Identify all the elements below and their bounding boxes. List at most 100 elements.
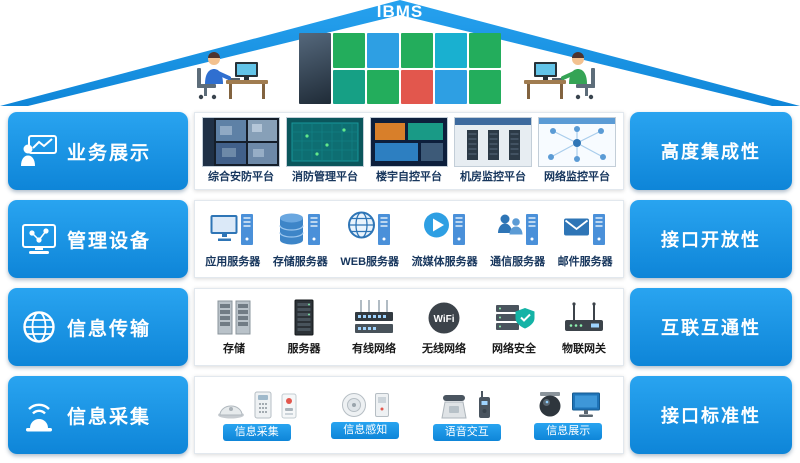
feature-badge-standard-interface: 接口标准性 [630,376,792,454]
device-icons [341,392,390,418]
feature-badge-text: 高度集成性 [661,142,761,162]
item-caption: 应用服务器 [205,256,261,268]
wifi-icon: WiFi [428,302,460,334]
device-group-sensing: 信息感知 [331,392,400,439]
device-icons [216,390,298,420]
platform-item: 消防管理平台 [286,117,364,184]
network-item: 存储 [211,298,257,356]
mosaic-tile [469,69,501,104]
smoke-detector-icon [217,405,244,418]
layer-content-managed-devices: 应用服务器 存储服务器 [194,200,624,278]
network-item: 物联网关 [561,298,607,356]
item-caption: 邮件服务器 [557,256,613,268]
mosaic-camera-tile [299,33,331,104]
managed-devices-icon [22,224,56,254]
device-group-collection: 信息采集 [216,390,298,441]
mosaic-tile [367,33,399,68]
network-item: 有线网络 [351,298,397,356]
item-caption: 消防管理平台 [292,171,358,183]
storage-server-icon [279,213,321,245]
row-info-transmission: 信息传输 存储 [8,288,792,366]
layer-label-managed-devices: 管理设备 [8,200,188,278]
page-title: IBMS [376,2,424,21]
app-server-icon [210,214,253,245]
ceiling-detector-icon [341,392,366,417]
item-caption: 机房监控平台 [460,171,526,183]
machine-room-thumb [454,117,532,167]
display-monitor-icon [571,392,600,417]
item-caption: 服务器 [287,343,321,355]
network-item: 服务器 [281,298,327,356]
server-item: WEB服务器 [340,209,399,269]
item-caption: 综合安防平台 [208,171,274,183]
mosaic-tile [435,33,467,68]
operator-figure-left [190,42,272,105]
layer-content-info-transmission: 存储 服务器 [194,288,624,366]
walkie-talkie-icon [479,390,491,418]
wired-network-icon [355,300,393,333]
operator-figure-right [520,42,602,105]
card-reader-icon [281,393,297,418]
item-caption: 物联网关 [562,343,606,355]
layer-label-info-collection: 信息采集 [8,376,188,454]
platform-item: 网络监控平台 [538,117,616,184]
device-group-caption: 信息采集 [222,423,291,441]
item-caption: 有线网络 [352,343,396,355]
layer-content-business-display: 综合安防平台 消防管理平台 [194,112,624,190]
row-business-display: 业务展示 综合安防平台 [8,112,792,190]
feature-badge-integration: 高度集成性 [630,112,792,190]
access-keypad-icon [254,391,272,418]
device-group-caption: 语音交互 [432,423,501,441]
sensor-icon [26,403,52,432]
feature-badge-text: 接口开放性 [661,230,761,250]
server-item: 流媒体服务器 [412,209,478,269]
wall-panel-icon [374,392,389,417]
device-group-caption: 信息感知 [331,421,400,439]
layers: 业务展示 综合安防平台 [0,112,800,454]
globe-icon [23,311,55,343]
server-item: 邮件服务器 [558,209,613,269]
person-at-computer-icon [197,52,268,100]
platform-item: 楼宇自控平台 [370,117,448,184]
mosaic-tile [401,69,433,104]
server-item: 通信服务器 [490,209,545,269]
mosaic-tile [333,33,365,68]
mosaic-tile [333,69,365,104]
row-info-collection: 信息采集 [8,376,792,454]
network-security-icon [496,305,535,330]
dome-camera-icon [539,391,561,416]
telephone-icon [441,394,467,418]
server-rack-icon [294,299,314,336]
web-server-icon [347,211,390,245]
item-caption: 楼宇自控平台 [376,171,442,183]
device-group-caption: 信息展示 [534,422,603,440]
network-item: WiFi 无线网络 [421,298,467,356]
server-item: 存储服务器 [273,209,328,269]
layer-label-text: 管理设备 [67,230,152,252]
security-platform-thumb [202,117,280,167]
device-group-voice: 语音交互 [432,390,501,441]
item-caption: 通信服务器 [490,256,546,268]
feature-badge-text: 互联互通性 [661,318,761,338]
layer-label-info-transmission: 信息传输 [8,288,188,366]
storage-cabinet-icon [217,300,251,335]
item-caption: 存储服务器 [272,256,328,268]
platform-item: 机房监控平台 [454,117,532,184]
presentation-icon [21,135,57,166]
layer-label-text: 信息采集 [67,406,152,428]
dashboard-mosaic [299,33,501,104]
item-caption: 无线网络 [422,343,466,355]
fire-platform-thumb [286,117,364,167]
device-group-display: 信息展示 [534,391,603,440]
item-caption: 流媒体服务器 [411,256,478,268]
mosaic-tile [367,69,399,104]
mosaic-tile [401,33,433,68]
comm-server-icon [497,214,538,245]
iot-gateway-icon [565,302,603,331]
building-automation-thumb [370,117,448,167]
mail-server-icon [564,214,606,245]
layer-label-text: 业务展示 [67,142,152,164]
layer-label-text: 信息传输 [67,318,152,340]
streaming-server-icon [423,212,465,245]
